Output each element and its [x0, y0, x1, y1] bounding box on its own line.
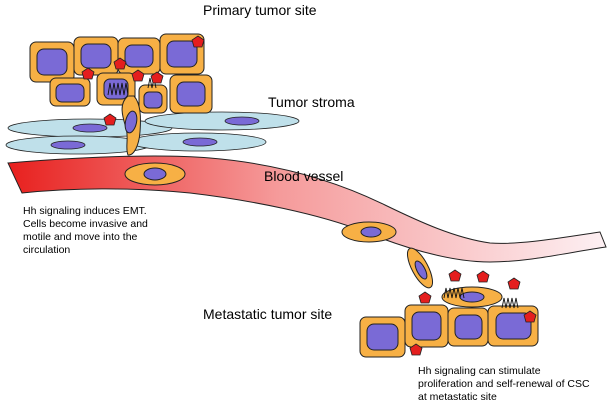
csc-note: Hh signaling can stimulate proliferation…	[418, 365, 590, 403]
hh-ligand-icon	[476, 270, 490, 283]
stroma-cell	[144, 111, 300, 131]
hh-ligand-icon	[103, 113, 117, 126]
migrating-cell	[441, 286, 503, 308]
extravasating-cell	[406, 247, 434, 289]
blood-vessel-label: Blood vessel	[264, 168, 344, 184]
nucleus	[36, 48, 68, 76]
nucleus	[176, 81, 206, 107]
nucleus	[454, 314, 483, 340]
nucleus	[495, 312, 532, 340]
hh-ligand-icon	[191, 35, 205, 48]
circulating-cell	[341, 221, 397, 243]
hh-ligand-icon	[81, 67, 95, 80]
circulating-cell	[124, 162, 186, 186]
hh-ligand-icon	[448, 269, 462, 282]
hh-ligand-icon	[131, 69, 145, 82]
hh-ligand-icon	[523, 310, 537, 323]
hh-ligand-icon	[113, 57, 127, 70]
hh-ligand-icon	[150, 71, 164, 84]
emt-note: Hh signaling induces EMT. Cells become i…	[23, 205, 148, 256]
tumor-stroma-label: Tumor stroma	[268, 94, 355, 110]
metastatic-tumor-label: Metastatic tumor site	[203, 306, 333, 322]
metastatic-tumor	[359, 304, 539, 358]
receptors-metastatic	[443, 287, 519, 309]
nucleus	[143, 91, 163, 109]
nucleus	[103, 78, 129, 100]
stroma-nucleus	[182, 137, 218, 147]
primary-tumor-label: Primary tumor site	[203, 2, 317, 18]
nucleus	[166, 40, 198, 68]
hh-ligand-icon	[418, 291, 432, 304]
stroma-nucleus	[50, 140, 86, 150]
hh-ligand-icon	[409, 343, 423, 356]
stroma-nucleus	[224, 116, 260, 126]
nucleus	[55, 83, 85, 103]
stroma-nucleus	[72, 123, 108, 133]
invading-cell	[121, 95, 141, 156]
hh-ligands	[81, 35, 537, 356]
nucleus	[80, 43, 112, 69]
nucleus	[366, 323, 399, 351]
hh-ligand-icon	[507, 277, 521, 290]
nucleus	[411, 311, 442, 341]
tumor-stroma	[5, 111, 300, 155]
nucleus	[124, 44, 154, 68]
primary-tumor	[29, 33, 213, 114]
